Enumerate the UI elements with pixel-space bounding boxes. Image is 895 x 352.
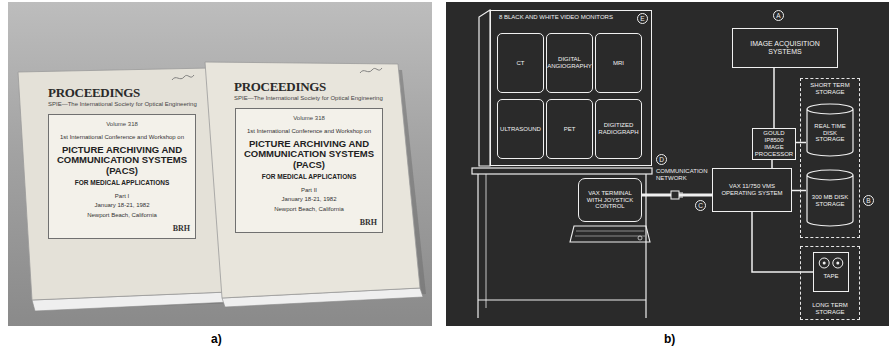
reel-hub: [836, 262, 839, 265]
key-row: [576, 231, 644, 232]
node-label: MRI: [613, 60, 624, 67]
key-row: [575, 236, 645, 237]
disk-cylinder: 300 MB DISK STORAGE: [806, 169, 854, 227]
publisher-text: SPIE—The International Society for Optic…: [42, 101, 202, 108]
tape-reel: [833, 258, 843, 268]
node-label: TAPE: [816, 273, 846, 280]
desk-top: [472, 168, 652, 174]
monitor-console: 8 BLACK AND WHITE VIDEO MONITORS CT DIGITA…: [490, 10, 652, 166]
node-label: VAX TERMINAL WITH JOYSTICK CONTROL: [582, 190, 638, 211]
callout-letter: A: [773, 10, 784, 21]
connector-line: [752, 212, 813, 272]
node-label: DIGITAL ANGIOGRAPHY: [547, 56, 592, 70]
book-cover-shape: [205, 62, 420, 298]
slide-background: [446, 2, 889, 326]
volume-text: Volume 318: [54, 121, 190, 128]
handwriting-mark: [172, 75, 194, 80]
book-cover: PROCEEDINGSSPIE—The International Societ…: [42, 84, 202, 284]
terminal-screen: VAX TERMINAL WITH JOYSTICK CONTROL: [578, 178, 642, 222]
tape-reels: [814, 253, 848, 291]
node-label: 300 MB DISK STORAGE: [809, 194, 851, 208]
desk-rail: [478, 300, 646, 301]
computer-box: VAX 11/750 VMS OPERATING SYSTEM: [712, 168, 792, 212]
place-text: Newport Beach, California: [241, 206, 377, 213]
video-monitor: MRI: [595, 33, 642, 93]
connector-group: [642, 68, 813, 272]
logo-text: BRH: [54, 224, 190, 233]
acquisition-box: IMAGE ACQUISITION SYSTEMS: [732, 28, 838, 68]
plug-prong: [679, 197, 683, 198]
publisher-text: SPIE—The International Society for Optic…: [228, 95, 390, 102]
video-monitor: DIGITAL ANGIOGRAPHY: [546, 33, 593, 93]
disk-cylinder: REAL TIME DISK STORAGE: [806, 103, 854, 157]
cable-plug: [671, 191, 683, 199]
node-label: CT: [517, 60, 525, 67]
node-label: DIGITIZED RADIOGRAPH: [598, 122, 639, 136]
video-monitor: ULTRASOUND: [497, 99, 544, 159]
cover-title: PROCEEDINGS: [42, 86, 202, 100]
cover-title: PROCEEDINGS: [228, 80, 390, 94]
storage-region: LONG TERM STORAGE TAPE: [800, 246, 860, 320]
logo-text: BRH: [241, 218, 377, 227]
video-monitor: CT: [497, 33, 544, 93]
joystick: [638, 236, 642, 240]
tape-unit: TAPE: [813, 252, 849, 292]
cabinet-side: [479, 10, 490, 166]
video-monitor: DIGITIZED RADIOGRAPH: [595, 99, 642, 159]
book-cover-shape: [18, 68, 228, 300]
callout-letter: D: [656, 154, 667, 165]
part-text: Part I: [54, 193, 190, 199]
title-text: PICTURE ARCHIVING AND COMMUNICATION SYST…: [54, 145, 190, 176]
node-label: IMAGE ACQUISITION SYSTEMS: [736, 40, 834, 56]
subtitle-text: FOR MEDICAL APPLICATIONS: [241, 173, 377, 180]
callout-letter: C: [695, 200, 706, 211]
date-text: January 18-21, 1982: [54, 202, 190, 209]
video-monitor: PET: [546, 99, 593, 159]
date-text: January 18-21, 1982: [241, 196, 377, 203]
title-text: PICTURE ARCHIVING AND COMMUNICATION SYST…: [241, 139, 377, 170]
connector-line: [773, 68, 775, 128]
plug-body: [671, 191, 679, 199]
panel-label: b): [664, 332, 675, 346]
network-label: COMMUNICATION NETWORK: [656, 168, 710, 182]
conference-text: 1st International Conference and Worksho…: [54, 134, 190, 141]
callout-letter: E: [637, 13, 648, 24]
cover-label: Volume 318 1st International Conference a…: [48, 114, 196, 238]
node-label: LONG TERM STORAGE: [803, 302, 857, 316]
connector-line: [796, 142, 806, 144]
connector-line: [771, 160, 773, 168]
desk-leg: [486, 174, 487, 308]
node-label: PET: [564, 126, 576, 133]
connector-line: [792, 190, 806, 192]
photo-background: [8, 2, 432, 326]
node-label: SHORT TERM STORAGE: [803, 82, 857, 96]
node-label: GOULD IP8500 IMAGE PROCESSOR: [755, 130, 793, 158]
node-label: VAX 11/750 VMS OPERATING SYSTEM: [716, 183, 788, 197]
conference-text: 1st International Conference and Worksho…: [241, 128, 377, 135]
book-cover: PROCEEDINGSSPIE—The International Societ…: [228, 78, 390, 278]
cylinder-path: [807, 104, 853, 156]
storage-region: SHORT TERM STORAGE REAL TIME DISK STORAGE…: [800, 78, 860, 238]
reel-hub: [823, 262, 826, 265]
handwriting-mark: [360, 68, 382, 73]
cover-label: Volume 318 1st International Conference a…: [235, 108, 383, 232]
panel-label: a): [211, 332, 222, 346]
subtitle-text: FOR MEDICAL APPLICATIONS: [54, 179, 190, 186]
cylinder-path: [807, 170, 853, 226]
volume-text: Volume 318: [241, 115, 377, 122]
desk-leg: [477, 174, 478, 318]
tape-reel: [819, 258, 829, 268]
node-label: REAL TIME DISK STORAGE: [809, 123, 851, 144]
callout-letter: B: [863, 195, 874, 206]
part-text: Part II: [241, 187, 377, 193]
place-text: Newport Beach, California: [54, 212, 190, 219]
processor-box: GOULD IP8500 IMAGE PROCESSOR: [752, 128, 796, 160]
keyboard: [570, 226, 650, 242]
node-label: ULTRASOUND: [500, 126, 541, 133]
console-heading: 8 BLACK AND WHITE VIDEO MONITORS: [491, 11, 651, 21]
plug-prong: [679, 193, 683, 194]
